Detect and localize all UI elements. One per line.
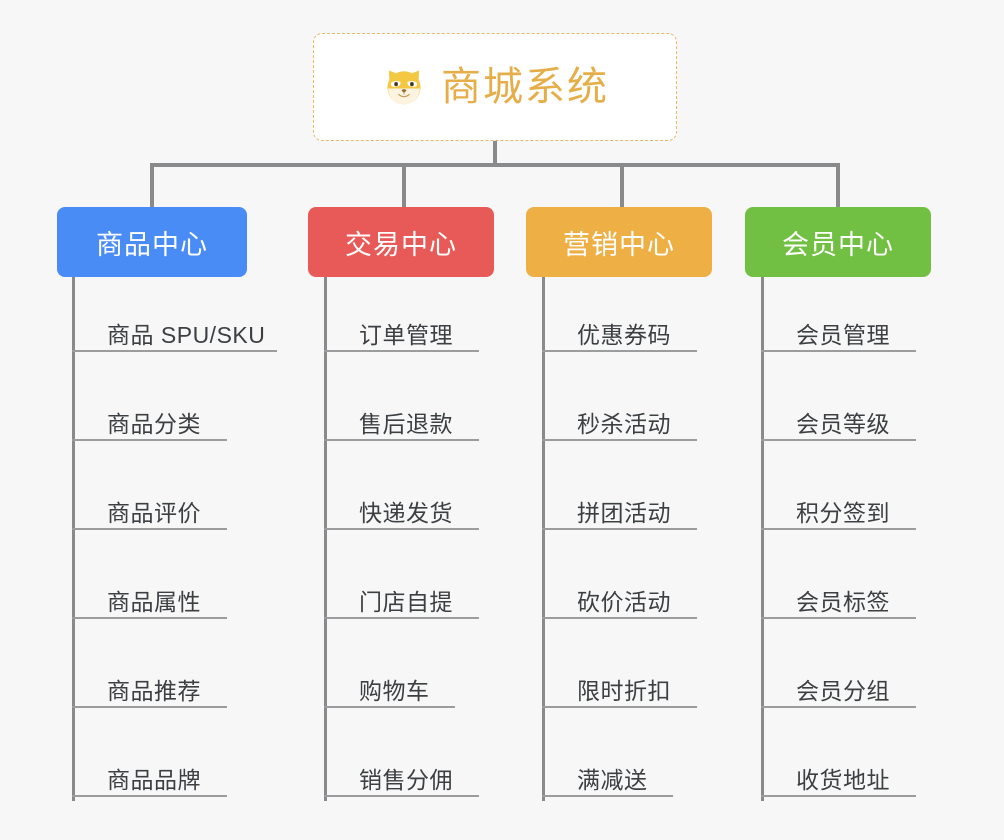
leaf-item[interactable]: 砍价活动 (542, 579, 697, 619)
leaf-label: 秒杀活动 (577, 410, 671, 437)
leaf-item[interactable]: 会员分组 (761, 668, 916, 708)
leaf-label: 商品推荐 (107, 677, 201, 704)
leaf-item[interactable]: 积分签到 (761, 490, 916, 530)
leaf-label: 满减送 (577, 766, 648, 793)
connector-drop-marketing-center (620, 163, 624, 207)
category-label: 营销中心 (563, 229, 675, 260)
category-box-product-center[interactable]: 商品中心 (57, 207, 247, 277)
shiba-dog-face-icon (381, 64, 427, 110)
leaf-label: 商品评价 (107, 499, 201, 526)
leaf-label: 积分签到 (796, 499, 890, 526)
leaf-item[interactable]: 商品推荐 (72, 668, 227, 708)
leaf-label: 拼团活动 (577, 499, 671, 526)
connector-spine-product-center (72, 277, 75, 801)
leaf-label: 门店自提 (359, 588, 453, 615)
connector-root-stem (493, 141, 497, 165)
leaf-label: 会员等级 (796, 410, 890, 437)
leaf-label: 售后退款 (359, 410, 453, 437)
connector-drop-trade-center (402, 163, 406, 207)
leaf-item[interactable]: 收货地址 (761, 757, 916, 797)
leaf-label: 会员标签 (796, 588, 890, 615)
leaf-label: 会员管理 (796, 321, 890, 348)
leaf-item[interactable]: 满减送 (542, 757, 673, 797)
leaf-label: 砍价活动 (577, 588, 671, 615)
leaf-label: 商品 SPU/SKU (107, 321, 266, 348)
connector-horizontal-bus (150, 163, 840, 167)
leaf-item[interactable]: 商品分类 (72, 401, 227, 441)
leaf-item[interactable]: 会员标签 (761, 579, 916, 619)
leaf-label: 优惠券码 (577, 321, 671, 348)
leaf-label: 限时折扣 (577, 677, 671, 704)
leaf-item[interactable]: 门店自提 (324, 579, 479, 619)
connector-spine-trade-center (324, 277, 327, 801)
leaf-label: 订单管理 (359, 321, 453, 348)
leaf-label: 商品品牌 (107, 766, 201, 793)
leaf-item[interactable]: 秒杀活动 (542, 401, 697, 441)
connector-drop-product-center (150, 163, 154, 207)
leaf-item[interactable]: 订单管理 (324, 312, 479, 352)
category-box-member-center[interactable]: 会员中心 (745, 207, 931, 277)
leaf-item[interactable]: 限时折扣 (542, 668, 697, 708)
leaf-item[interactable]: 售后退款 (324, 401, 479, 441)
leaf-label: 商品属性 (107, 588, 201, 615)
category-label: 会员中心 (782, 229, 894, 260)
category-label: 商品中心 (96, 229, 208, 260)
leaf-label: 销售分佣 (359, 766, 453, 793)
category-label: 交易中心 (345, 229, 457, 260)
leaf-item[interactable]: 快递发货 (324, 490, 479, 530)
leaf-item[interactable]: 优惠券码 (542, 312, 697, 352)
leaf-item[interactable]: 购物车 (324, 668, 455, 708)
leaf-item[interactable]: 商品 SPU/SKU (72, 312, 277, 352)
leaf-item[interactable]: 会员等级 (761, 401, 916, 441)
connector-drop-member-center (836, 163, 840, 207)
leaf-label: 收货地址 (796, 766, 890, 793)
leaf-item[interactable]: 商品属性 (72, 579, 227, 619)
leaf-label: 购物车 (359, 677, 430, 704)
connector-spine-member-center (761, 277, 764, 801)
leaf-label: 快递发货 (359, 499, 453, 526)
root-node[interactable]: 商城系统 (313, 33, 677, 141)
connector-spine-marketing-center (542, 277, 545, 801)
leaf-item[interactable]: 会员管理 (761, 312, 916, 352)
root-title: 商城系统 (441, 65, 609, 109)
leaf-label: 会员分组 (796, 677, 890, 704)
category-box-marketing-center[interactable]: 营销中心 (526, 207, 712, 277)
leaf-item[interactable]: 拼团活动 (542, 490, 697, 530)
leaf-item[interactable]: 商品品牌 (72, 757, 227, 797)
leaf-label: 商品分类 (107, 410, 201, 437)
leaf-item[interactable]: 销售分佣 (324, 757, 479, 797)
category-box-trade-center[interactable]: 交易中心 (308, 207, 494, 277)
leaf-item[interactable]: 商品评价 (72, 490, 227, 530)
